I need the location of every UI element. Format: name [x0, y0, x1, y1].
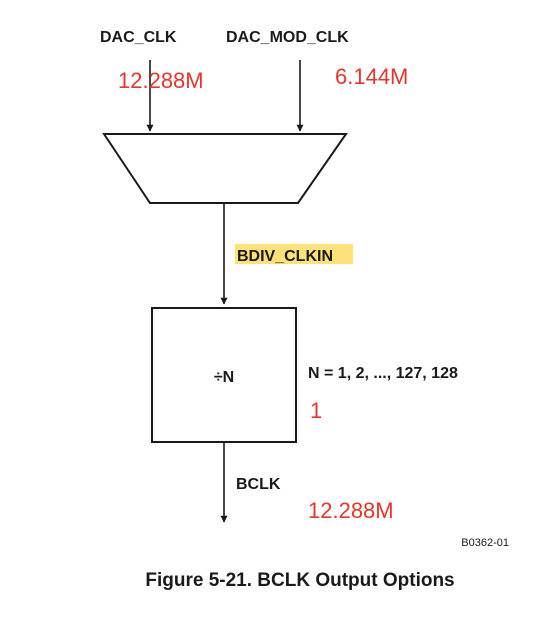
bdiv-clkin-label: BDIV_CLKIN: [237, 248, 333, 265]
divider-symbol: ÷N: [214, 369, 234, 386]
dac-mod-clk-label: DAC_MOD_CLK: [226, 29, 349, 46]
divider-setting: 1: [310, 398, 322, 423]
figure-caption: Figure 5-21. BCLK Output Options: [145, 570, 454, 591]
divider-box: [151, 307, 297, 443]
bclk-label: BCLK: [236, 476, 281, 493]
dac-clk-label: DAC_CLK: [100, 29, 177, 46]
figure-id: B0362-01: [461, 537, 509, 549]
dac-mod-clk-value: 6.144M: [335, 64, 408, 89]
bclk-value: 12.288M: [308, 498, 394, 523]
divider-range: N = 1, 2, ..., 127, 128: [308, 365, 458, 382]
bdiv-clkin-highlight: [235, 244, 353, 264]
clock-mux: [102, 133, 348, 204]
dac-clk-value: 12.288M: [118, 68, 204, 93]
